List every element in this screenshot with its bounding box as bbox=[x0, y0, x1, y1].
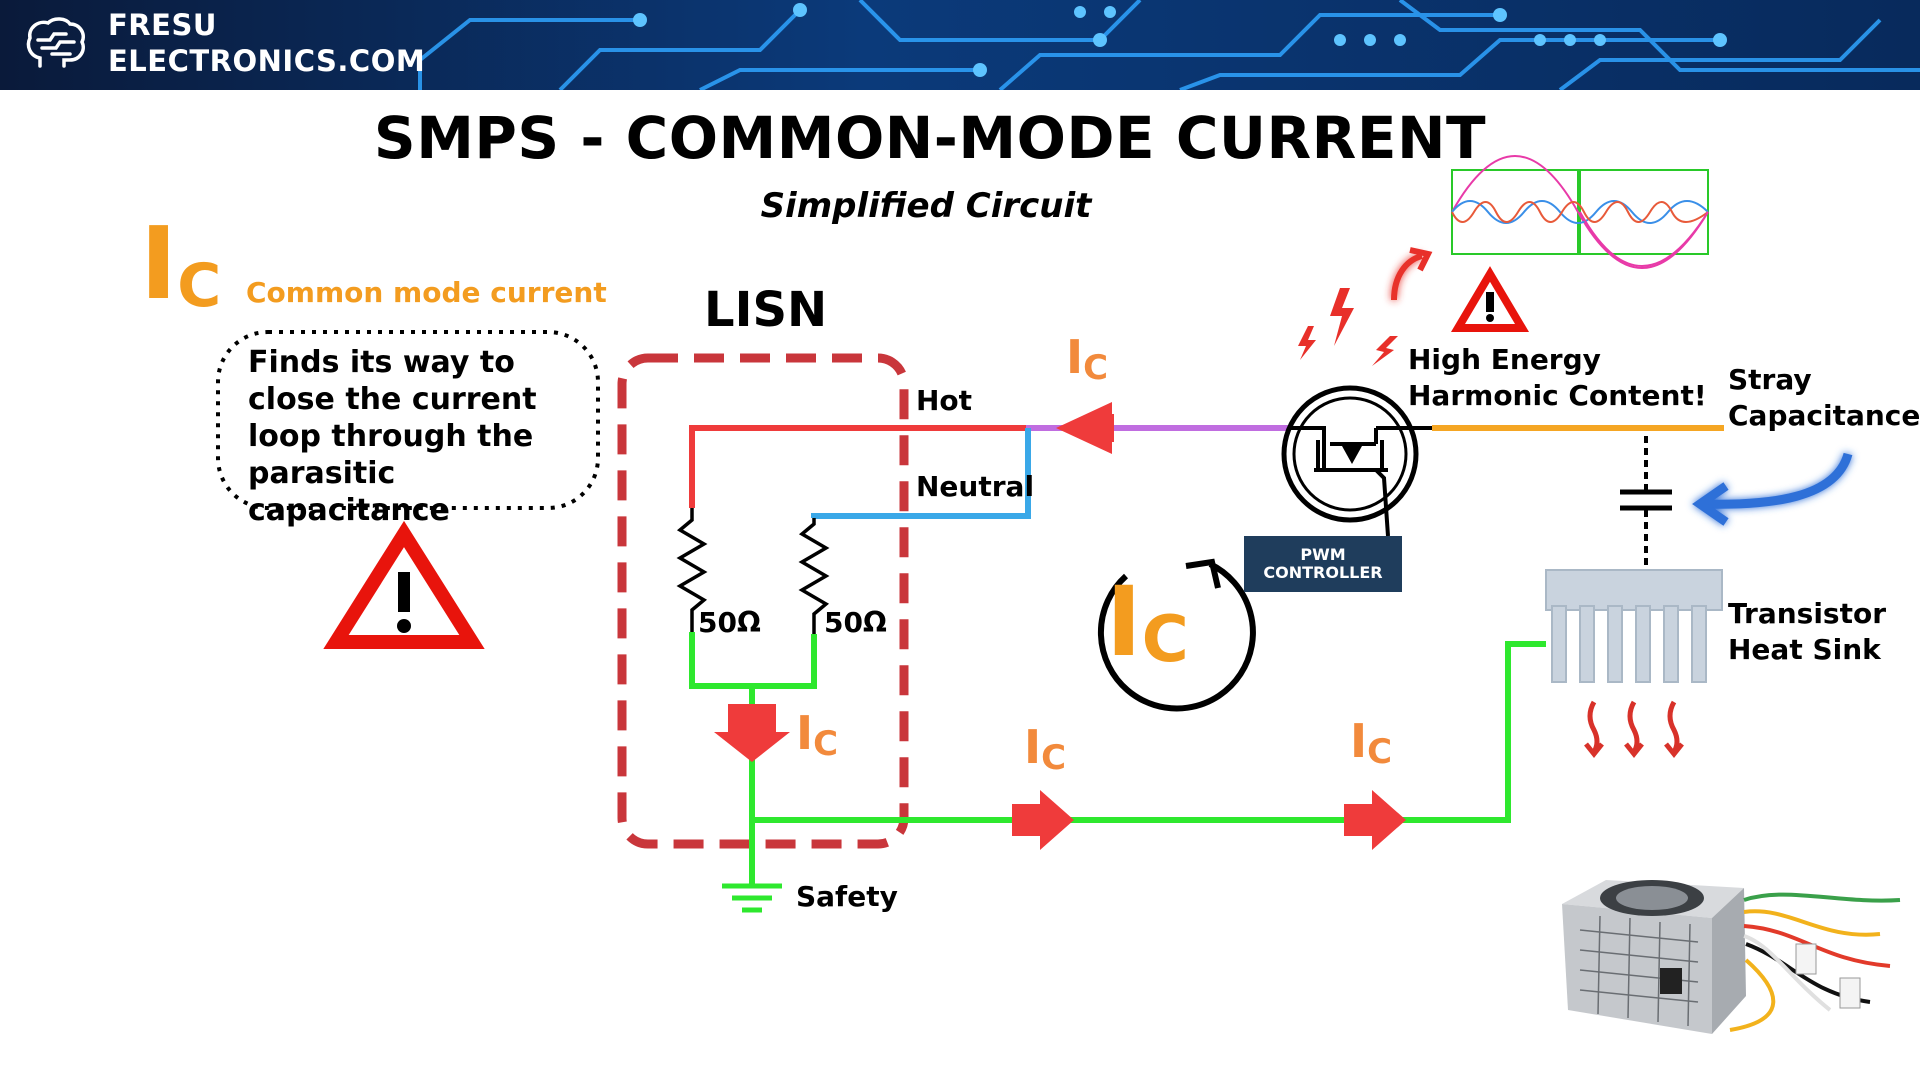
lisn-box bbox=[617, 353, 909, 849]
ic-legend-symbol: IC bbox=[140, 205, 222, 322]
header-banner bbox=[0, 0, 1920, 90]
ic-loop-symbol: IC bbox=[1106, 566, 1189, 678]
safety-wire-return bbox=[752, 641, 1546, 823]
curved-arrow-icon bbox=[1391, 253, 1423, 301]
arrow-right-safety-1 bbox=[1012, 790, 1074, 850]
legend-text: Common mode current bbox=[246, 276, 607, 309]
arrow-down-lisn bbox=[714, 704, 790, 762]
pwm-controller-box: PWM CONTROLLER bbox=[1244, 536, 1402, 592]
heat-sink-label: Transistor Heat Sink bbox=[1728, 596, 1886, 668]
waveform-icon bbox=[1451, 155, 1709, 269]
pwm-line: PWM bbox=[1300, 545, 1346, 564]
mosfet-icon bbox=[1281, 385, 1432, 537]
note-line: parasitic capacitance bbox=[248, 456, 450, 528]
page-title: SMPS - COMMON-MODE CURRENT bbox=[373, 104, 1487, 172]
harmonic-line: High Energy bbox=[1408, 343, 1601, 376]
brand-name-line2: ELECTRONICS.COM bbox=[108, 44, 426, 78]
arrow-right-safety-2 bbox=[1344, 790, 1406, 850]
note-text: Finds its way to close the current loop … bbox=[248, 344, 588, 529]
heatsink-line: Transistor bbox=[1728, 597, 1887, 630]
safety-label: Safety bbox=[796, 880, 898, 913]
note-line: Finds its way to bbox=[248, 345, 515, 380]
ic-label-safety-2: IC bbox=[1350, 714, 1393, 772]
note-line: loop through the bbox=[248, 419, 534, 454]
ground-icon bbox=[722, 883, 782, 913]
lisn-label: LISN bbox=[704, 282, 828, 338]
capacitor-icon bbox=[1620, 436, 1672, 568]
stray-line: Capacitance bbox=[1728, 399, 1920, 432]
note-line: close the current bbox=[248, 382, 537, 417]
pwm-line: CONTROLLER bbox=[1263, 563, 1383, 582]
heat-arrows-icon bbox=[1584, 700, 1684, 759]
brain-logo-icon bbox=[26, 17, 85, 68]
ic-label-lisn: IC bbox=[796, 706, 839, 764]
stray-line: Stray bbox=[1728, 363, 1812, 396]
resistor-1-icon bbox=[676, 508, 708, 632]
neutral-wire bbox=[811, 428, 1031, 519]
power-supply-icon bbox=[1562, 880, 1901, 1034]
stray-capacitance-label: Stray Capacitance bbox=[1728, 362, 1920, 434]
resistor-2-label: 50Ω bbox=[824, 606, 887, 639]
warning-icon-left bbox=[323, 520, 485, 649]
stray-arrow-icon bbox=[1692, 452, 1853, 526]
lightning-icon bbox=[1298, 288, 1398, 366]
ic-label-hot: IC bbox=[1066, 330, 1109, 388]
warning-icon-right bbox=[1450, 266, 1530, 332]
brand-name-line1: FRESU bbox=[108, 8, 217, 42]
hot-label: Hot bbox=[916, 384, 973, 417]
harmonic-label: High Energy Harmonic Content! bbox=[1408, 342, 1707, 414]
neutral-label: Neutral bbox=[916, 470, 1035, 503]
page-subtitle: Simplified Circuit bbox=[760, 186, 1092, 226]
loop-arrow-icon bbox=[1097, 561, 1256, 712]
note-box bbox=[216, 330, 600, 510]
ic-label-safety-1: IC bbox=[1024, 720, 1067, 778]
heat-sink-icon bbox=[1545, 569, 1723, 683]
harmonic-line: Harmonic Content! bbox=[1408, 379, 1707, 412]
safety-wire-lisn bbox=[689, 632, 817, 689]
resistor-2-icon bbox=[798, 518, 830, 634]
hot-wire bbox=[689, 425, 1026, 508]
resistor-1-label: 50Ω bbox=[698, 606, 761, 639]
heatsink-line: Heat Sink bbox=[1728, 633, 1881, 666]
